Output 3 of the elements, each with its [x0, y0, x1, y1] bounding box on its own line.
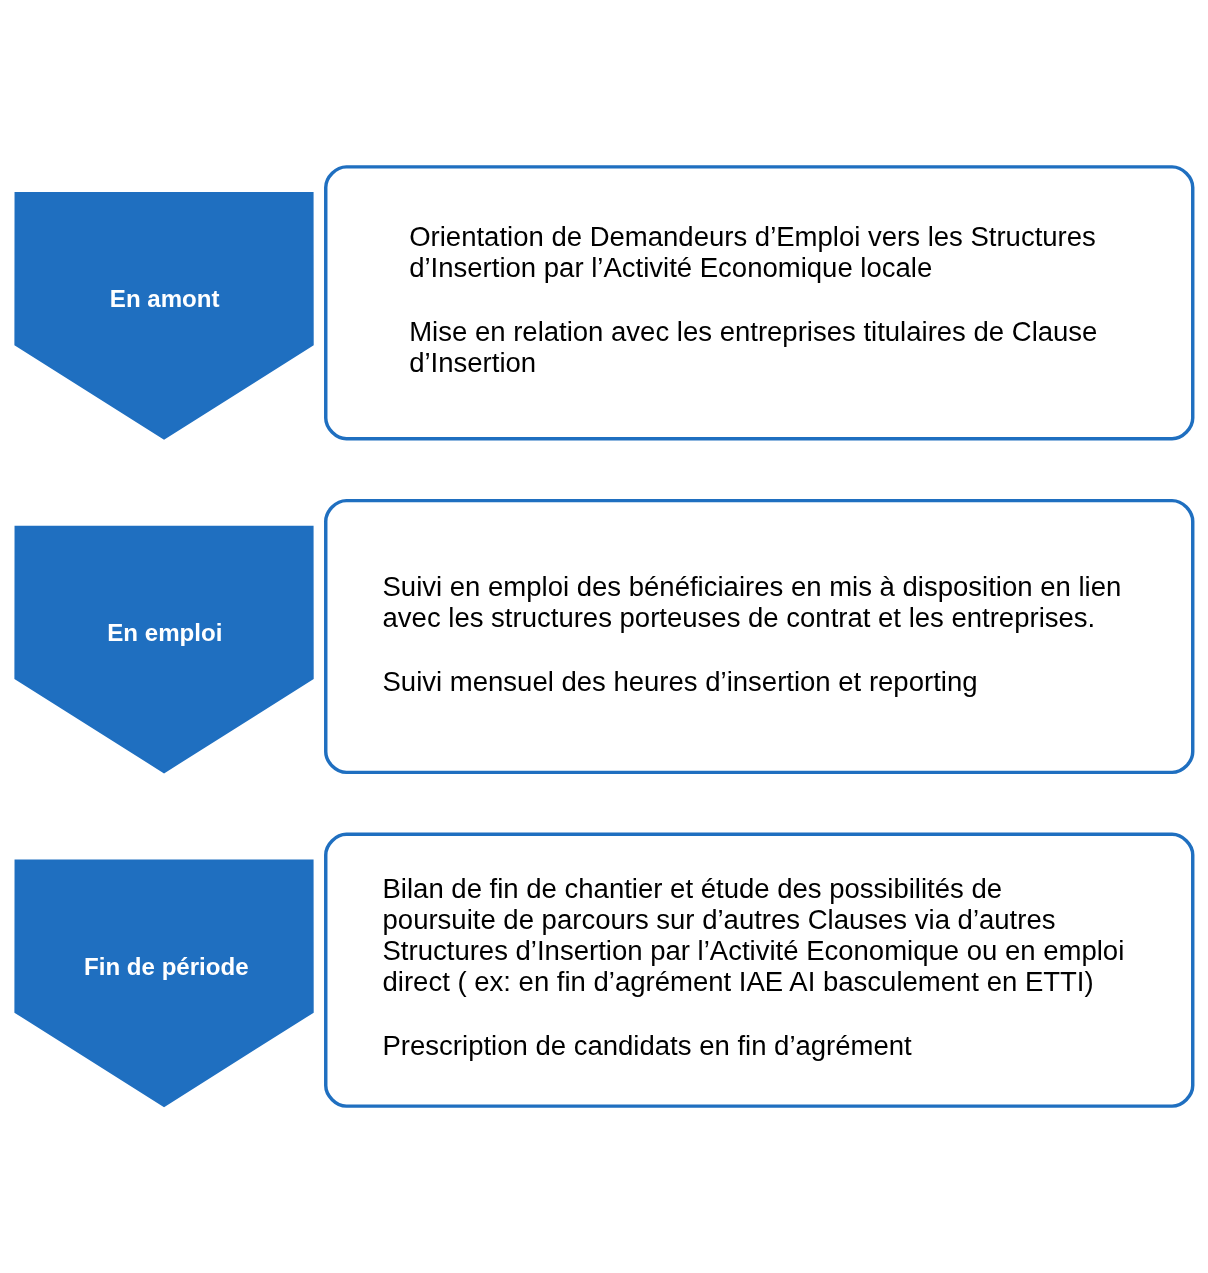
node-box: Bilan de fin de chantier et étude des possibilités de poursuite de parcours sur d’autres Clauses via d’autres Structures d’Insertion par l’Activité Economique ou en emploi direct ( ex: en fin d’agrément IAE AI basculement en ETTI) Prescription de candidats en fin d’agrément: [324, 832, 1195, 1108]
node-box: Orientation de Demandeurs d’Emploi vers les Structures d’Insertion par l’Activité Economique locale Mise en relation avec les entreprises titulaires de Clause d’Insertion: [324, 165, 1195, 441]
node-box: Suivi en emploi des bénéficiaires en mis à disposition en lien avec les structures porteuses de contrat et les entreprises. Suivi mensuel des heures d’insertion et reporting: [324, 498, 1195, 775]
